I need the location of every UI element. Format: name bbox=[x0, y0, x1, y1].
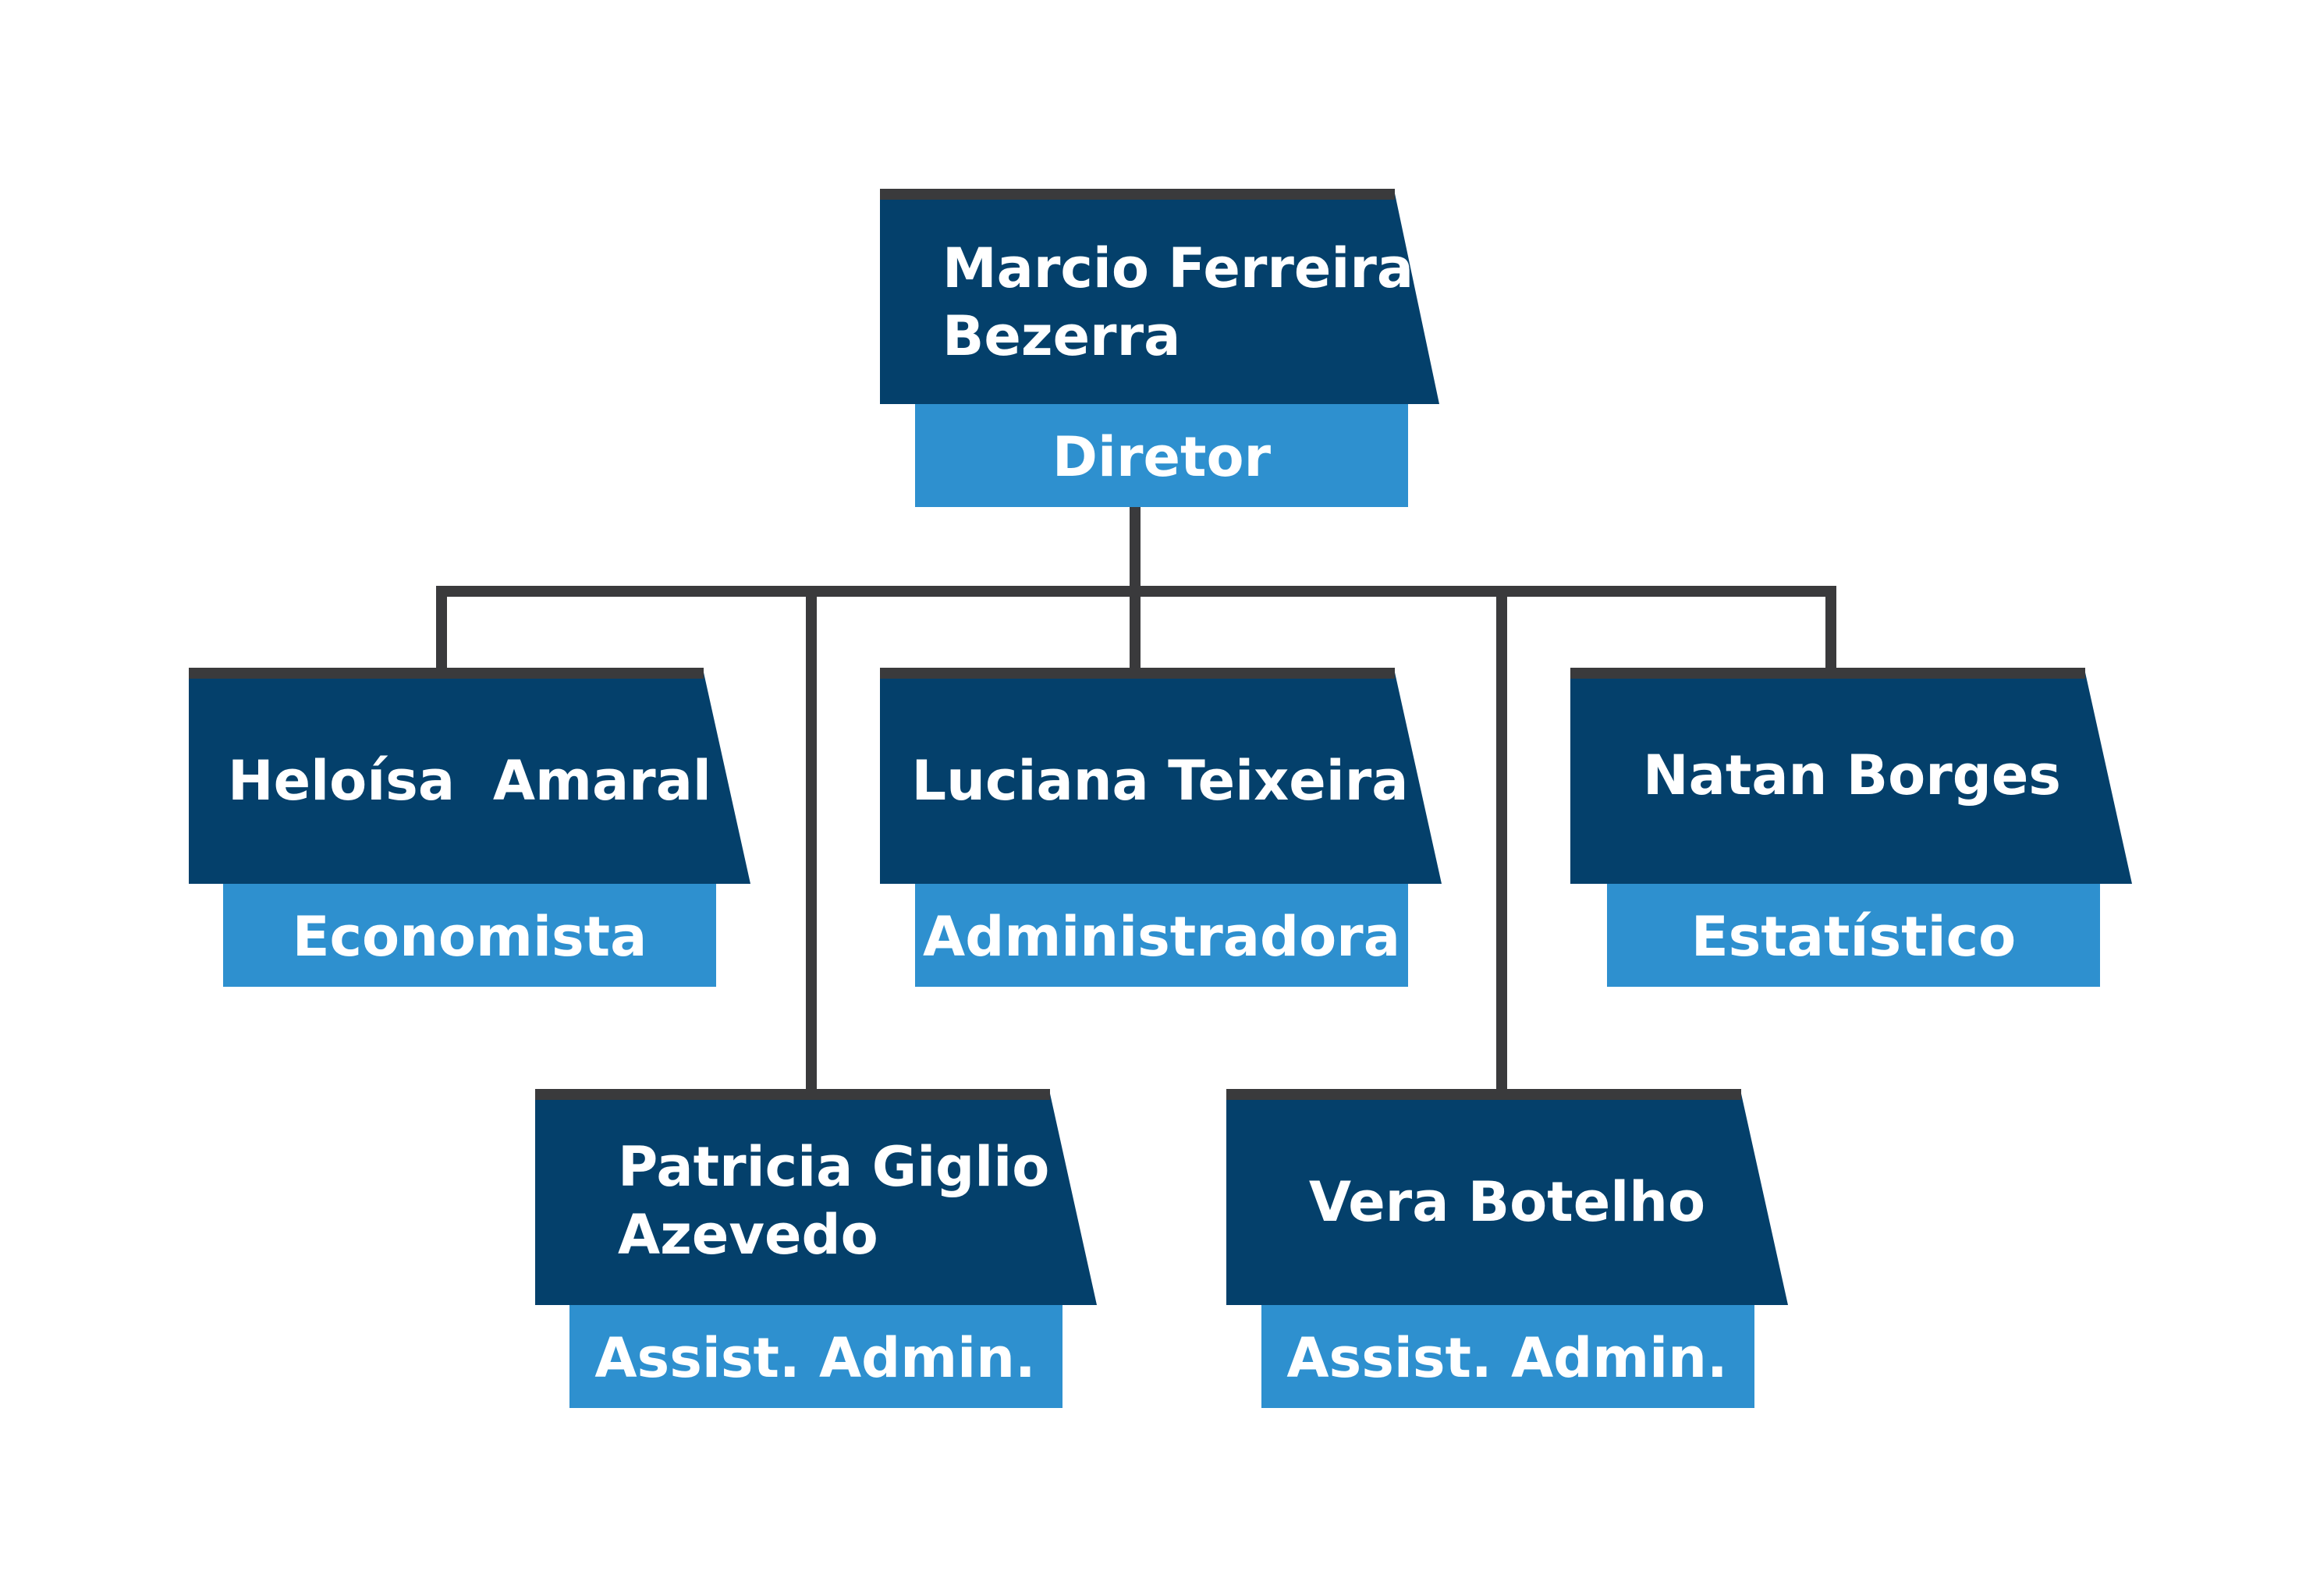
role-box bbox=[915, 884, 1408, 987]
node-natan: Natan Borges Estatístico bbox=[1570, 668, 2132, 987]
node-heloisa: Heloísa Amaral Economista bbox=[189, 668, 750, 987]
role-box bbox=[1261, 1305, 1754, 1408]
role-box bbox=[1607, 884, 2100, 987]
role-box bbox=[569, 1305, 1062, 1408]
node-name-line: Luciana Teixeira bbox=[912, 749, 1409, 813]
node-luciana: Luciana Teixeira Administradora bbox=[880, 668, 1442, 987]
node-role: Assist. Admin. bbox=[1286, 1326, 1727, 1390]
name-box bbox=[535, 1094, 1097, 1305]
node-marcio: Marcio Ferreira Bezerra Diretor bbox=[880, 189, 1439, 507]
name-box bbox=[1570, 672, 2132, 884]
node-role: Economista bbox=[293, 905, 647, 969]
node-name-line: Natan Borges bbox=[1643, 743, 2061, 807]
node-name-line: Heloísa Amaral bbox=[228, 749, 711, 813]
node-name-line: Azevedo bbox=[618, 1203, 878, 1267]
name-box bbox=[189, 672, 750, 884]
node-vera: Vera Botelho Assist. Admin. bbox=[1226, 1089, 1788, 1408]
role-box bbox=[915, 404, 1408, 507]
top-bar bbox=[880, 189, 1395, 200]
node-role: Estatístico bbox=[1691, 905, 2016, 969]
role-box bbox=[223, 884, 716, 987]
node-role: Administradora bbox=[923, 905, 1400, 969]
node-name-line: Vera Botelho bbox=[1309, 1170, 1705, 1234]
name-box bbox=[880, 193, 1439, 404]
top-bar bbox=[189, 668, 704, 679]
node-name-line: Patricia Giglio bbox=[618, 1135, 1049, 1199]
node-role: Diretor bbox=[1052, 425, 1272, 489]
top-bar bbox=[1226, 1089, 1741, 1100]
name-box bbox=[1226, 1094, 1788, 1305]
node-name-line: Bezerra bbox=[942, 304, 1180, 368]
top-bar bbox=[880, 668, 1395, 679]
top-bar bbox=[535, 1089, 1050, 1100]
node-role: Assist. Admin. bbox=[594, 1326, 1035, 1390]
connectors bbox=[436, 507, 1836, 1098]
name-box bbox=[880, 672, 1442, 884]
node-patricia: Patricia Giglio Azevedo Assist. Admin. bbox=[535, 1089, 1097, 1408]
node-name-line: Marcio Ferreira bbox=[942, 236, 1414, 300]
top-bar bbox=[1570, 668, 2085, 679]
